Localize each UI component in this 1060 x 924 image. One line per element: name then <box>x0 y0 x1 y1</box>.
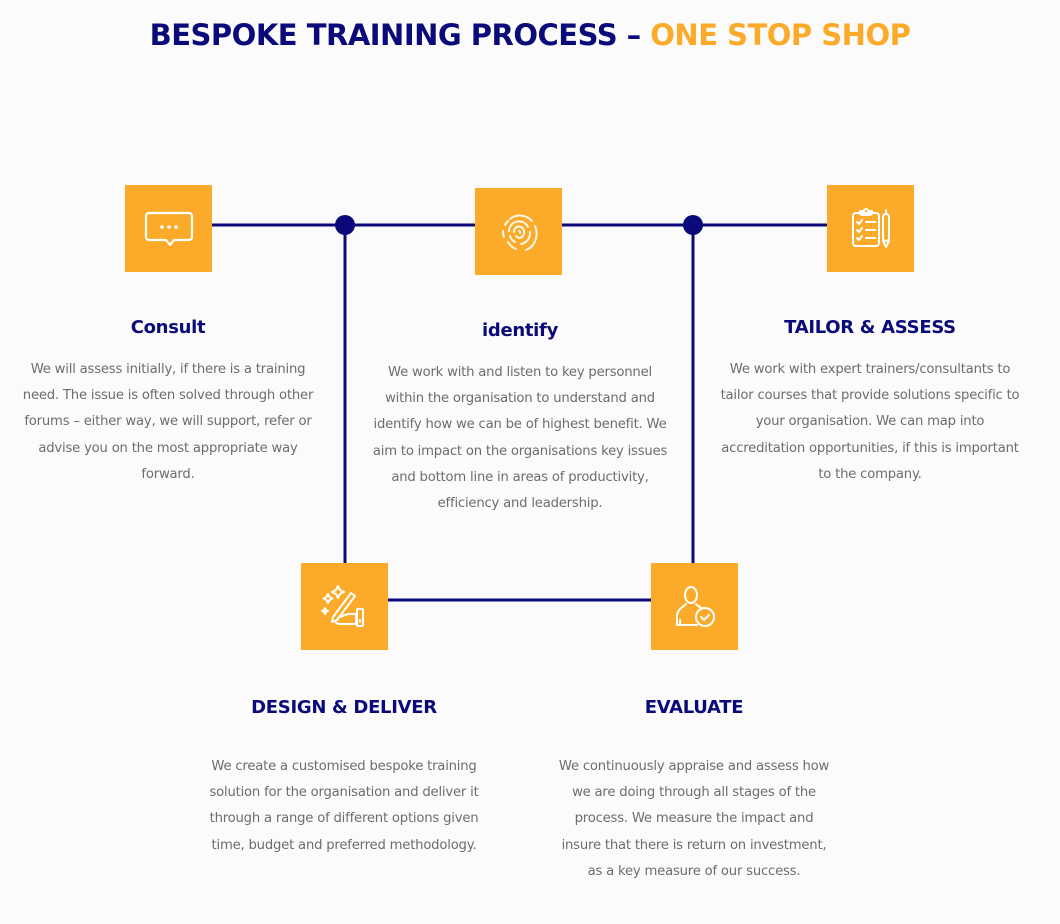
consult-icon-box <box>125 185 212 272</box>
tailor-assess-icon-box <box>827 185 914 272</box>
title-main: BESPOKE TRAINING PROCESS – <box>149 18 651 52</box>
junction-dot-left <box>335 215 355 235</box>
user-check-icon <box>675 585 715 627</box>
evaluate-icon-box <box>651 563 738 650</box>
identify-icon-box <box>475 188 562 275</box>
step-title-consult: Consult <box>130 317 206 338</box>
step-title-design-deliver: DESIGN & DELIVER <box>251 697 437 718</box>
clipboard-checklist-icon <box>851 207 890 248</box>
step-desc-consult: We will assess initially, if there is a … <box>22 362 314 482</box>
step-desc-evaluate: We continuously appraise and assess how … <box>558 759 830 879</box>
step-desc-design-deliver: We create a customised bespoke training … <box>209 759 479 853</box>
hand-writing-sparkles-icon <box>320 584 364 627</box>
junction-dot-right <box>683 215 703 235</box>
chat-bubble-icon <box>144 211 193 246</box>
step-desc-identify: We work with and listen to key personnel… <box>372 365 668 512</box>
step-title-identify: identify <box>481 320 559 341</box>
title-highlight: ONE STOP SHOP <box>650 18 911 52</box>
fingerprint-icon <box>501 214 538 251</box>
page-title: BESPOKE TRAINING PROCESS – ONE STOP SHOP <box>0 18 1060 52</box>
design-deliver-icon-box <box>301 563 388 650</box>
step-desc-tailor-assess: We work with expert trainers/consultants… <box>720 362 1020 482</box>
step-title-tailor-assess: TAILOR & ASSESS <box>784 317 956 338</box>
step-title-evaluate: EVALUATE <box>644 697 744 718</box>
